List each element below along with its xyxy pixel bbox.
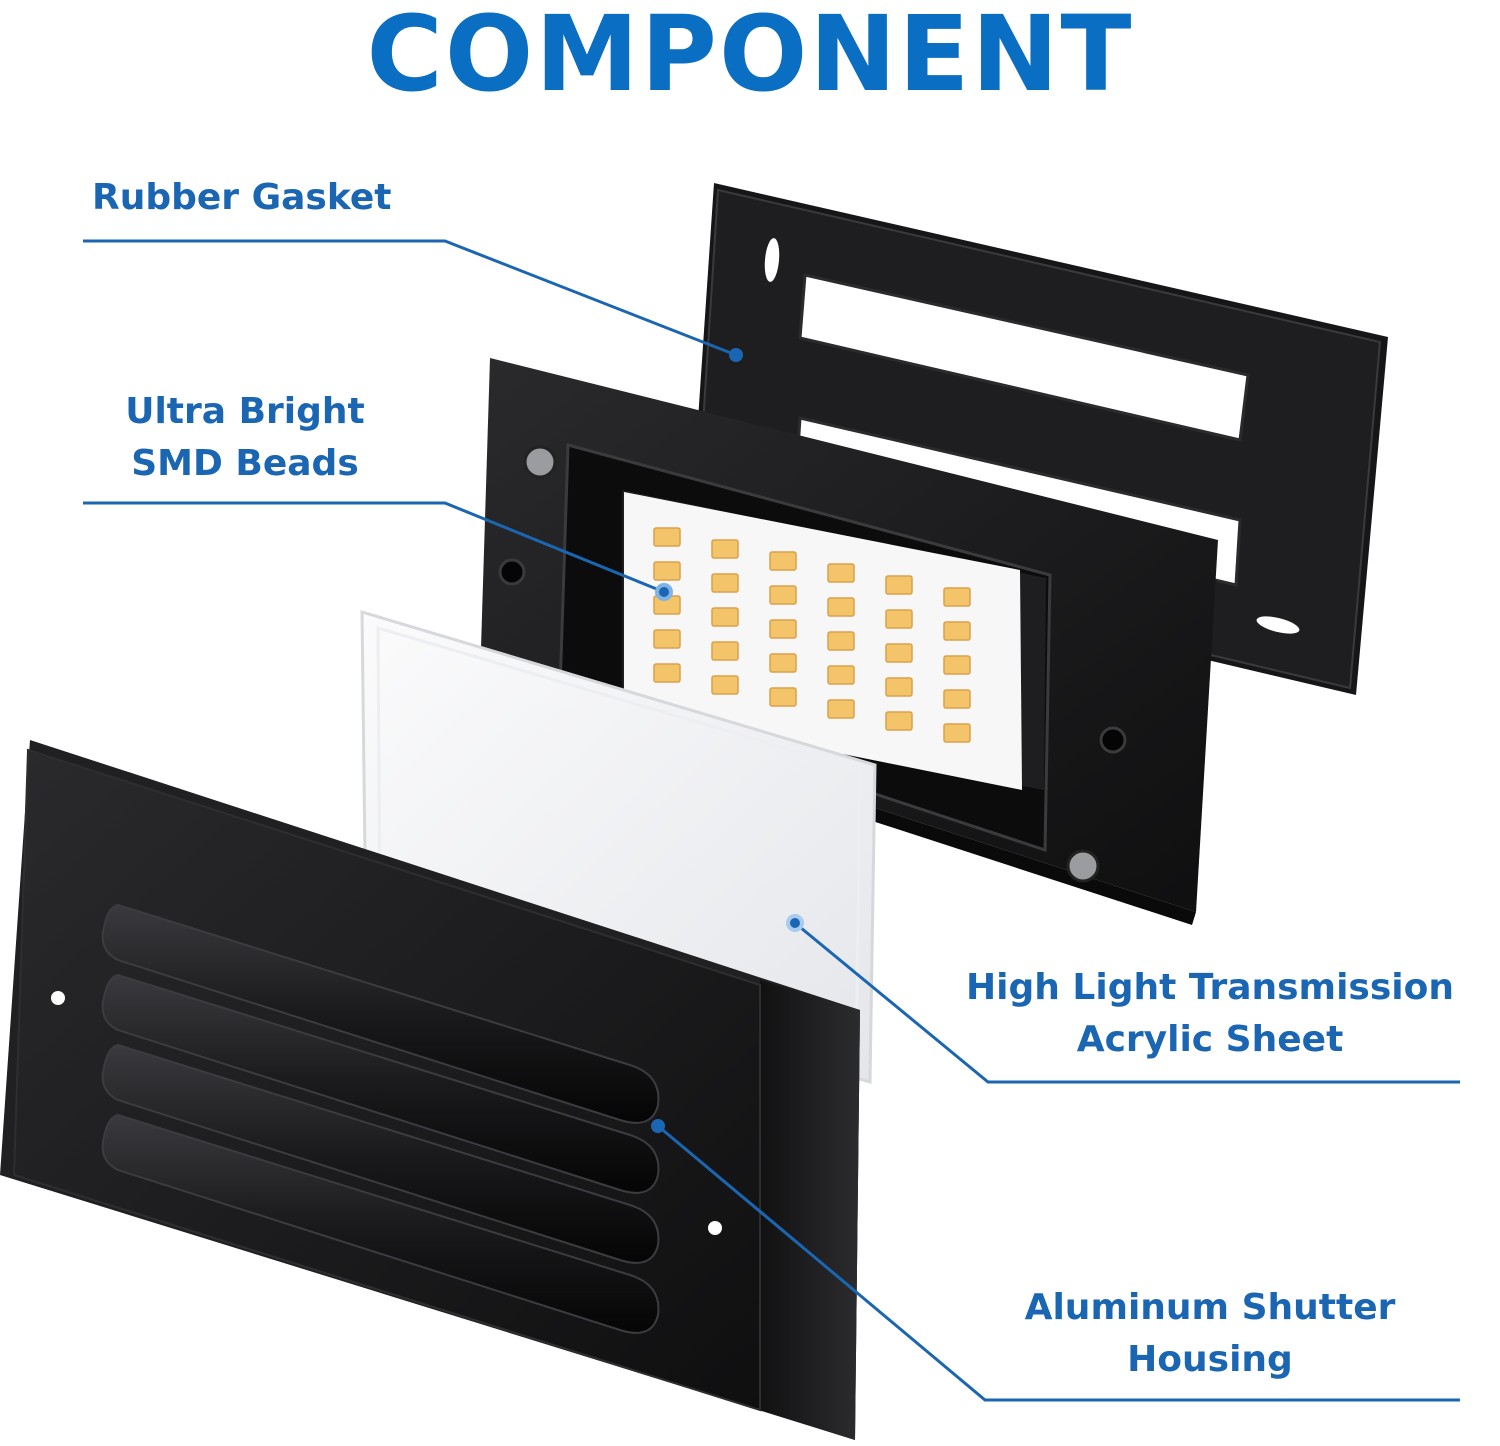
- leader-line-rubber-gasket: [83, 239, 737, 357]
- label-rubber-gasket: Rubber Gasket: [92, 172, 391, 224]
- screw-icon: [1066, 849, 1100, 883]
- smd-bead: [943, 723, 971, 743]
- smd-bead: [885, 609, 913, 629]
- leader-dot: [790, 918, 800, 928]
- label-acrylic-line1: High Light Transmission: [966, 967, 1454, 1008]
- leader-line-shutter: [657, 1124, 1460, 1402]
- smd-bead: [885, 643, 913, 663]
- smd-bead: [769, 619, 797, 639]
- smd-bead: [827, 597, 855, 617]
- label-shutter-line2: Housing: [1127, 1339, 1293, 1380]
- shutter-slat: [101, 903, 660, 1124]
- smd-bead: [943, 587, 971, 607]
- smd-bead: [827, 563, 855, 583]
- smd-bead: [943, 655, 971, 675]
- smd-bead: [885, 711, 913, 731]
- label-acrylic-line2: Acrylic Sheet: [1076, 1019, 1344, 1060]
- label-acrylic-sheet: High Light Transmission Acrylic Sheet: [950, 962, 1470, 1066]
- label-aluminum-shutter: Aluminum Shutter Housing: [1000, 1282, 1420, 1386]
- smd-bead: [653, 663, 681, 683]
- label-shutter-line1: Aluminum Shutter: [1024, 1287, 1396, 1328]
- smd-beads-array: [653, 527, 971, 743]
- screw-icon: [523, 445, 557, 479]
- smd-bead: [885, 677, 913, 697]
- shutter-slat: [101, 973, 660, 1194]
- leader-line-acrylic: [794, 921, 1460, 1084]
- smd-bead: [769, 585, 797, 605]
- smd-bead: [827, 665, 855, 685]
- shutter-slat: [101, 1113, 660, 1334]
- smd-bead: [827, 631, 855, 651]
- smd-bead: [711, 675, 739, 695]
- smd-bead: [711, 607, 739, 627]
- label-smd-beads-line2: SMD Beads: [131, 443, 359, 484]
- smd-bead: [653, 629, 681, 649]
- smd-bead: [885, 575, 913, 595]
- smd-bead: [711, 539, 739, 559]
- smd-bead: [769, 653, 797, 673]
- label-smd-beads-line1: Ultra Bright: [125, 391, 365, 432]
- smd-bead: [653, 527, 681, 547]
- smd-bead: [827, 699, 855, 719]
- smd-bead: [943, 689, 971, 709]
- leader-dot: [659, 587, 669, 597]
- page-title: COMPONENT: [366, 0, 1134, 115]
- label-smd-beads: Ultra Bright SMD Beads: [92, 386, 398, 490]
- smd-bead: [711, 573, 739, 593]
- aluminum-shutter-housing: [0, 740, 860, 1440]
- smd-bead: [769, 687, 797, 707]
- leader-dot: [651, 1119, 665, 1133]
- smd-bead: [943, 621, 971, 641]
- smd-bead: [653, 561, 681, 581]
- smd-bead: [769, 551, 797, 571]
- shutter-slat: [101, 1043, 660, 1264]
- leader-line-smd-beads: [83, 501, 665, 594]
- smd-bead: [711, 641, 739, 661]
- label-rubber-gasket-text: Rubber Gasket: [92, 177, 392, 218]
- leader-dots: [651, 348, 804, 1133]
- leader-lines: [83, 239, 1460, 1402]
- leader-dot: [729, 348, 743, 362]
- shutter-slats: [101, 903, 660, 1334]
